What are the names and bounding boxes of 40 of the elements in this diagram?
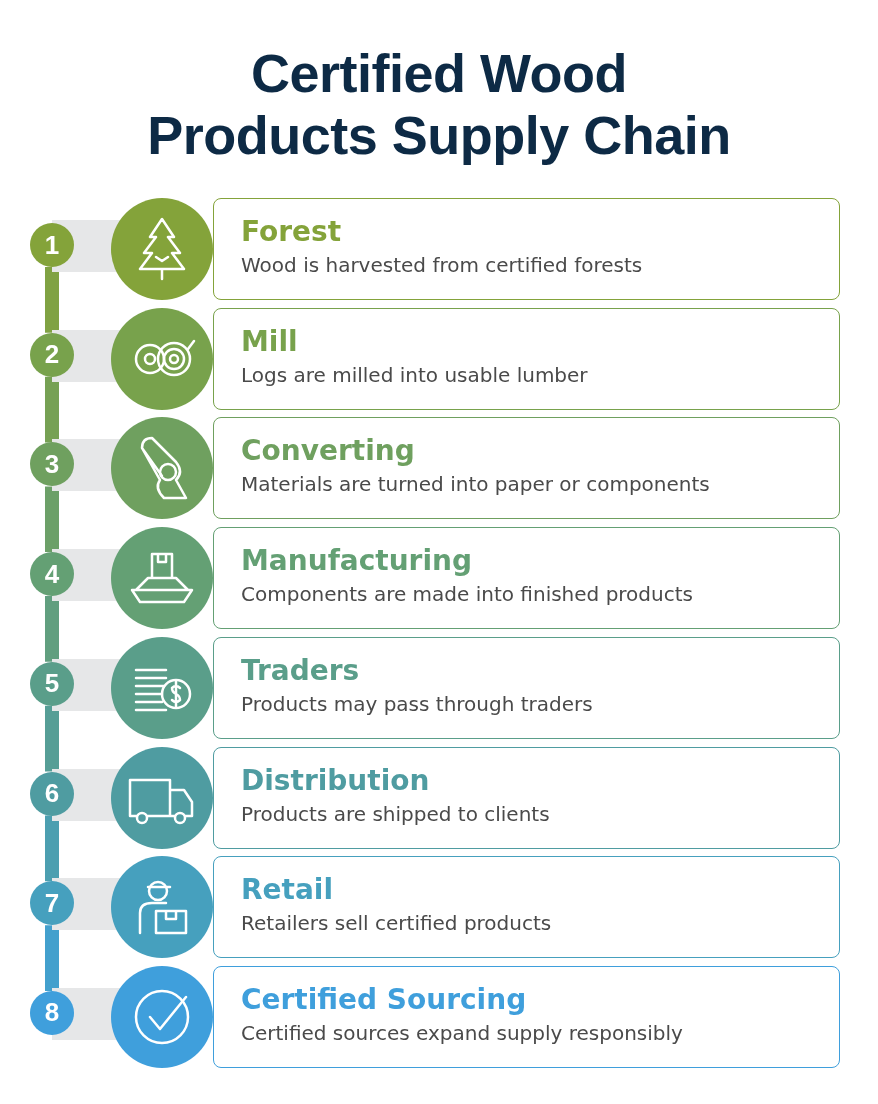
step-number-circle: 3	[30, 442, 74, 487]
step-card	[213, 636, 840, 739]
step-heading: Retail	[241, 873, 334, 907]
step-description: Materials are turned into paper or components	[241, 472, 710, 497]
step-number-circle: 8	[30, 990, 74, 1035]
step-description: Retailers sell certified products	[241, 911, 552, 936]
timeline-line	[45, 376, 59, 443]
step-card	[213, 746, 840, 849]
step-description: Products are shipped to clients	[241, 801, 550, 826]
step-number-circle: 5	[30, 661, 74, 706]
step-card	[213, 856, 840, 959]
step-description: Logs are milled into usable lumber	[241, 362, 588, 387]
step-heading: Forest	[241, 215, 342, 248]
step-number-circle: 6	[30, 771, 74, 816]
step-card	[213, 527, 840, 630]
title: Certified Wood Products Supply Chain	[146, 42, 732, 166]
step-number-circle: 4	[30, 552, 74, 597]
step-number-circle: 7	[30, 881, 74, 926]
step-description: Certified sources expand supply responsibly	[241, 1020, 683, 1045]
step-card	[213, 965, 840, 1068]
step-heading: Certified Sourcing	[241, 982, 527, 1016]
step-heading: Manufacturing	[241, 544, 472, 578]
step-description: Wood is harvested from certified forests	[241, 253, 643, 277]
timeline-line	[45, 815, 59, 882]
step-heading: Traders	[241, 653, 360, 687]
step-number-circle: 2	[30, 332, 74, 377]
step-number-circle: 1	[30, 223, 74, 267]
step-heading: Distribution	[241, 763, 430, 797]
step-card	[213, 198, 840, 300]
step-heading: Converting	[241, 434, 415, 468]
timeline-line	[45, 267, 59, 333]
timeline-line	[45, 925, 59, 991]
step-card	[213, 307, 840, 410]
step-card	[213, 417, 840, 520]
timeline-line	[45, 486, 59, 553]
step-heading: Mill	[241, 324, 298, 358]
step-description: Products may pass through traders	[241, 691, 593, 716]
timeline-line	[45, 596, 59, 662]
step-description: Components are made into finished products	[241, 582, 693, 607]
timeline-line	[45, 705, 59, 772]
